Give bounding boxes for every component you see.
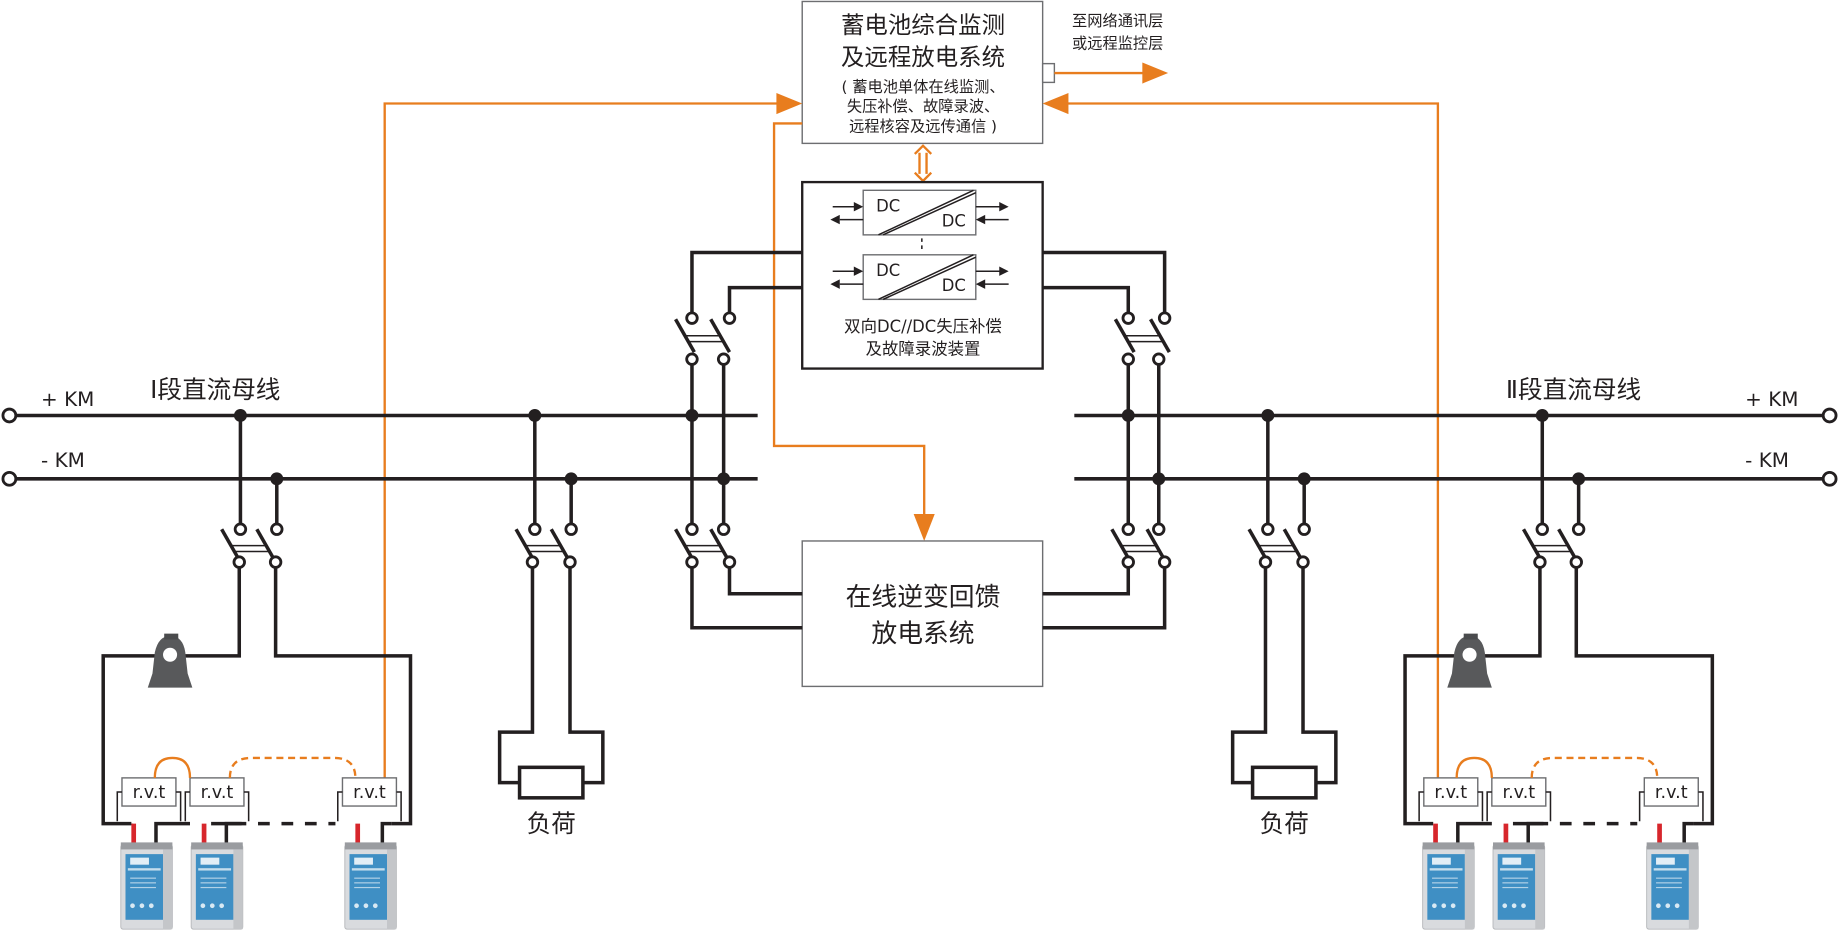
- monitor-desc-line2: 失压补偿、故障录波、: [847, 98, 999, 116]
- current-sensor-icon: [1447, 633, 1492, 688]
- bus-left: + KM - KM Ⅰ段直流母线: [1, 375, 758, 487]
- load-right-label: 负荷: [1260, 809, 1309, 838]
- battery-bank-right: r.v.t r.v.t r.v.t: [1403, 409, 1715, 930]
- converter-out-label: DC: [942, 212, 966, 231]
- cell-monitor: r.v.t: [1486, 777, 1552, 822]
- terminal-icon: [1821, 470, 1838, 487]
- right-signal-line: [1042, 92, 1440, 781]
- left-tie-wiring: [673, 250, 803, 630]
- bus-left-name: Ⅰ段直流母线: [150, 375, 280, 404]
- terminal-icon: [1, 407, 18, 424]
- svg-text:r.v.t: r.v.t: [133, 783, 166, 803]
- svg-text:r.v.t: r.v.t: [201, 783, 234, 803]
- network-note-line1: 至网络通讯层: [1072, 12, 1163, 30]
- cell-monitor: r.v.t: [337, 777, 402, 822]
- left-signal-line: [383, 92, 803, 781]
- inverter-control-line: [772, 122, 935, 541]
- monitor-desc-line3: 远程核容及远传通信 ): [849, 118, 997, 136]
- bus-right: + KM - KM Ⅱ段直流母线: [1074, 375, 1838, 487]
- cell-monitor: r.v.t: [184, 777, 250, 822]
- cell-monitor: r.v.t: [116, 777, 182, 822]
- load-resistor-icon: [517, 765, 585, 800]
- svg-text:r.v.t: r.v.t: [1434, 783, 1467, 803]
- dcdc-label-line2: 及故障录波装置: [866, 339, 981, 358]
- inverter-line1: 在线逆变回馈: [846, 582, 1001, 612]
- load-right: 负荷: [1230, 409, 1338, 838]
- network-note-line2: 或远程监控层: [1072, 34, 1163, 52]
- dcdc-device-box: DC DC DC DC 双向DC//DC失压补偿 及故障录波装置: [801, 180, 1044, 370]
- svg-text:r.v.t: r.v.t: [1655, 783, 1688, 803]
- converter-out-label: DC: [942, 276, 966, 295]
- monitor-desc-line1: ( 蓄电池单体在线监测、: [841, 78, 1004, 96]
- load-left-label: 负荷: [527, 809, 576, 838]
- cell-monitor: r.v.t: [1638, 777, 1704, 822]
- dcdc-label-line1: 双向DC//DC失压补偿: [844, 317, 1002, 336]
- bus-right-positive: + KM: [1745, 388, 1798, 411]
- svg-text:r.v.t: r.v.t: [353, 783, 386, 803]
- battery-cell: [1492, 821, 1546, 930]
- arrow-right-icon: [776, 92, 803, 115]
- bus-left-positive: + KM: [41, 388, 94, 411]
- cell-monitor: r.v.t: [1418, 777, 1484, 822]
- battery-cell: [190, 821, 244, 930]
- battery-cell: [120, 821, 190, 930]
- monitor-title-line1: 蓄电池综合监测: [841, 11, 1005, 39]
- network-out-arrow-icon: [1054, 62, 1169, 84]
- current-sensor-icon: [147, 633, 193, 688]
- inverter-line2: 放电系统: [871, 619, 974, 649]
- bidirectional-arrow-icon: [913, 144, 933, 183]
- monitor-system-box: 蓄电池综合监测 及远程放电系统 ( 蓄电池单体在线监测、 失压补偿、故障录波、 …: [801, 0, 1056, 145]
- arrow-down-icon: [913, 513, 935, 541]
- converter-in-label: DC: [876, 196, 900, 215]
- battery-cell: [344, 821, 398, 930]
- arrow-left-icon: [1042, 92, 1069, 115]
- dc-converter-2: DC DC: [830, 254, 1009, 301]
- bus-right-name: Ⅱ段直流母线: [1506, 375, 1641, 404]
- bus-left-negative: - KM: [41, 449, 85, 472]
- dc-converter-1: DC DC: [830, 189, 1009, 236]
- battery-cell: [1646, 821, 1699, 930]
- bus-right-negative: - KM: [1745, 449, 1789, 472]
- converter-in-label: DC: [876, 261, 900, 280]
- terminal-icon: [1821, 407, 1838, 424]
- right-tie-wiring: [1042, 250, 1172, 630]
- monitor-title-line2: 及远程放电系统: [841, 43, 1005, 71]
- svg-text:r.v.t: r.v.t: [1502, 783, 1535, 803]
- load-resistor-icon: [1250, 765, 1318, 800]
- battery-bank-left: r.v.t r.v.t r.v.t: [101, 409, 413, 930]
- comm-port: [1041, 62, 1056, 84]
- inverter-system-box: 在线逆变回馈 放电系统: [801, 540, 1044, 688]
- battery-cell: [1422, 821, 1492, 930]
- load-left: 负荷: [497, 409, 605, 838]
- terminal-icon: [1, 470, 18, 487]
